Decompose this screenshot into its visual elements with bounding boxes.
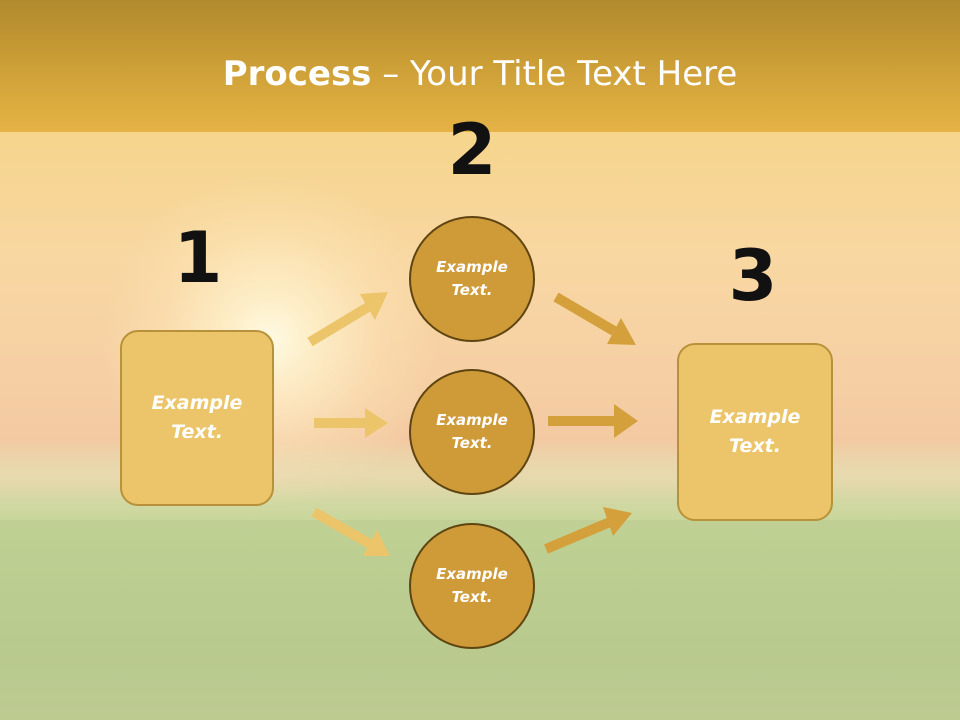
node-bottom-label-line1: Example: [436, 565, 508, 583]
step-1-label-line2: Text.: [171, 421, 223, 443]
title-band: [0, 0, 960, 132]
arrow-to-bottom-node: [311, 507, 390, 556]
step-number-1: 1: [173, 217, 223, 299]
node-middle-label: Example Text.: [422, 409, 522, 455]
step-2-node-middle[interactable]: Example Text.: [409, 369, 535, 495]
step-3-label-line1: Example: [709, 406, 801, 428]
step-1-box[interactable]: Example Text.: [120, 330, 274, 506]
step-3-label-line2: Text.: [729, 435, 781, 457]
slide-title[interactable]: Process – Your Title Text Here: [0, 52, 960, 96]
node-top-label: Example Text.: [422, 256, 522, 302]
step-number-3: 3: [728, 235, 778, 317]
step-number-2: 2: [447, 109, 497, 191]
node-middle-label-line1: Example: [436, 411, 508, 429]
arrow-from-bottom-node: [544, 507, 632, 554]
arrow-from-middle-node: [548, 404, 638, 438]
node-bottom-label: Example Text.: [422, 563, 522, 609]
step-2-node-bottom[interactable]: Example Text.: [409, 523, 535, 649]
node-middle-label-line2: Text.: [451, 434, 493, 452]
arrow-to-top-node: [307, 292, 388, 347]
node-top-label-line1: Example: [436, 258, 508, 276]
title-bold: Process: [222, 54, 372, 94]
arrow-to-middle-node: [314, 408, 388, 438]
node-top-label-line2: Text.: [451, 281, 493, 299]
arrow-from-top-node: [553, 292, 636, 345]
step-3-box[interactable]: Example Text.: [677, 343, 833, 521]
step-1-label: Example Text.: [137, 389, 257, 447]
step-3-label: Example Text.: [695, 403, 815, 461]
step-1-label-line1: Example: [151, 392, 243, 414]
step-2-node-top[interactable]: Example Text.: [409, 216, 535, 342]
node-bottom-label-line2: Text.: [451, 588, 493, 606]
title-rest: – Your Title Text Here: [371, 54, 738, 94]
